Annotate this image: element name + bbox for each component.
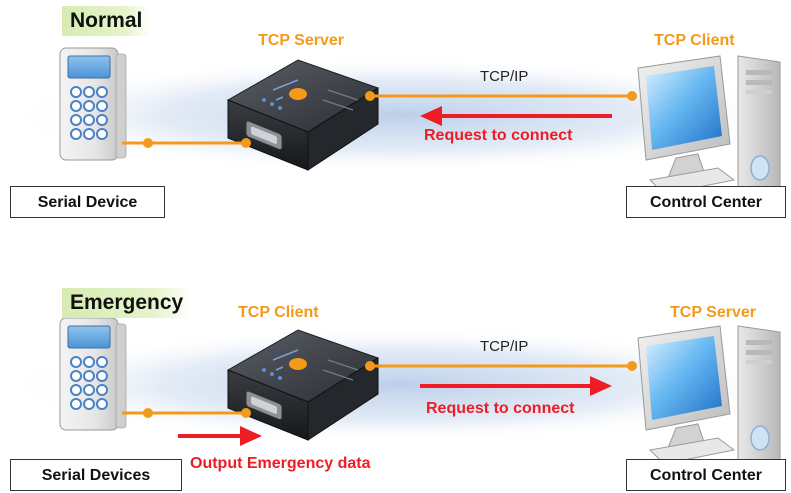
- normal-title: Normal: [62, 6, 151, 36]
- normal-request-arrow: [420, 106, 612, 126]
- normal-client-role-label: TCP Client: [654, 32, 735, 49]
- normal-serial-device-label: Serial Device: [10, 186, 165, 218]
- emergency-output-arrow: [178, 426, 262, 446]
- emergency-computer-icon: [637, 325, 781, 477]
- emergency-device-role-label: TCP Client: [238, 304, 319, 321]
- normal-server-role-label: TCP Server: [258, 32, 344, 49]
- emergency-serial-devices-label: Serial Devices: [10, 459, 182, 491]
- emergency-control-center-label: Control Center: [626, 459, 786, 491]
- emergency-title: Emergency: [62, 288, 192, 318]
- emergency-request-label: Request to connect: [426, 400, 575, 417]
- normal-control-center-label: Control Center: [626, 186, 786, 218]
- normal-computer-icon: [637, 55, 781, 207]
- emergency-protocol-label: TCP/IP: [480, 338, 529, 355]
- emergency-output-label: Output Emergency data: [190, 455, 371, 472]
- emergency-center-role-label: TCP Server: [670, 304, 756, 321]
- emergency-request-arrow: [420, 376, 612, 396]
- normal-protocol-label: TCP/IP: [480, 68, 529, 85]
- emergency-serial-device-icon: [59, 317, 127, 431]
- normal-request-label: Request to connect: [424, 127, 573, 144]
- normal-serial-device-icon: [59, 47, 127, 161]
